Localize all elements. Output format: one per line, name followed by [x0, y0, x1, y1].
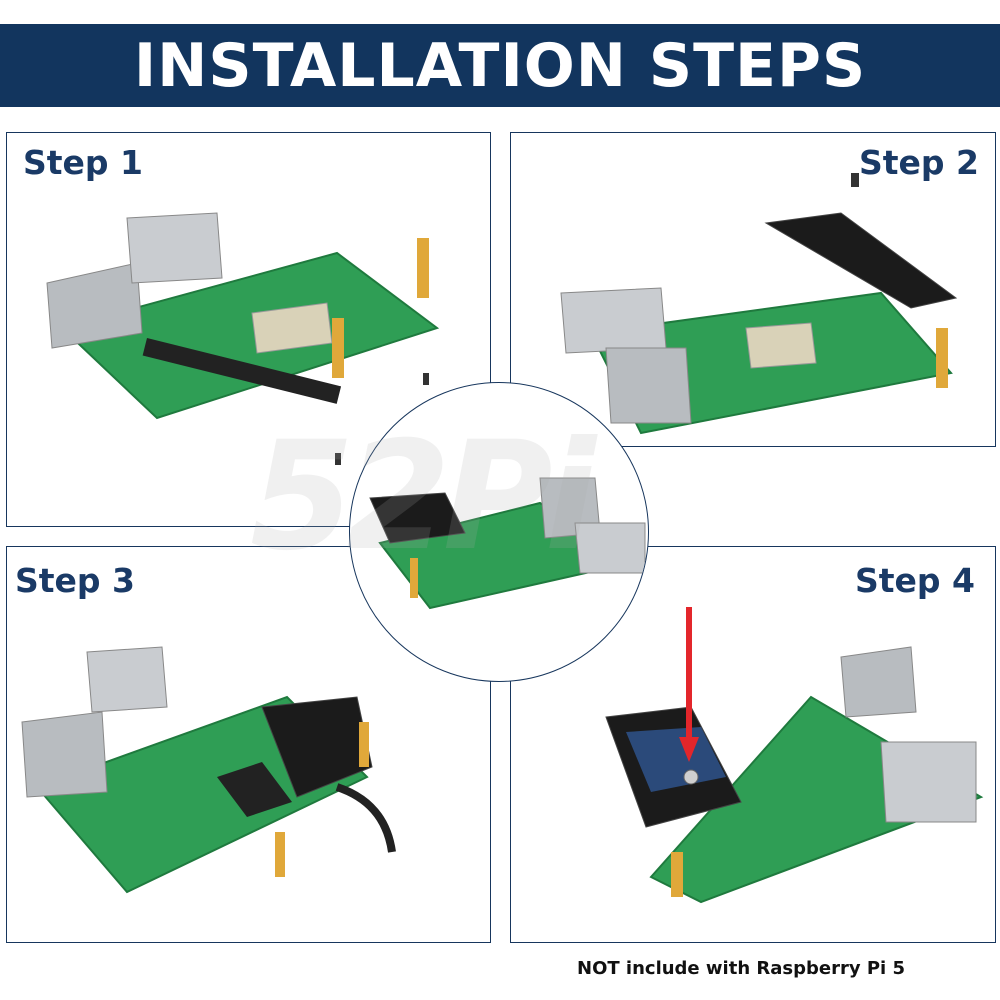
step-4-illustration: [605, 607, 984, 904]
ethernet-port: [126, 212, 223, 284]
step-label: Step 3: [15, 561, 135, 600]
ribbon-cable: [335, 783, 396, 853]
step-label: Step 1: [23, 143, 143, 182]
step-3-panel: Step 3: [6, 546, 491, 943]
ethernet-port: [574, 522, 646, 574]
nvme-adapter-board: [261, 696, 373, 798]
screw: [683, 769, 699, 785]
screw: [851, 173, 859, 187]
ethernet-port: [560, 287, 667, 354]
raspberry-pi-board: [60, 251, 440, 420]
red-arrow-head-icon: [679, 737, 699, 762]
step-1-illustration: [46, 212, 440, 465]
brass-standoff: [359, 722, 369, 767]
usb-port-block: [46, 262, 143, 349]
nvme-adapter-board: [369, 492, 466, 544]
screw: [335, 453, 341, 465]
step-2-illustration: [560, 173, 958, 435]
brass-standoff: [410, 558, 418, 598]
m2-slot: [217, 762, 292, 817]
brass-standoff: [275, 832, 285, 877]
chip-shield: [745, 322, 817, 369]
footer-note: NOT include with Raspberry Pi 5: [577, 958, 905, 979]
screw: [423, 373, 429, 385]
assembled-illustration: [369, 477, 646, 610]
step-2-panel: Step 2: [510, 132, 996, 447]
brass-standoff: [936, 328, 948, 388]
ethernet-port: [880, 741, 977, 823]
step-3-illustration: [21, 646, 396, 894]
ssd-drive: [626, 727, 726, 792]
usb-port-block: [605, 347, 692, 424]
page-title: INSTALLATION STEPS: [133, 30, 867, 101]
raspberry-pi-board: [649, 695, 984, 904]
usb-port-block: [21, 711, 108, 798]
step-label: Step 4: [855, 561, 975, 600]
brass-standoff: [671, 852, 683, 897]
title-banner: INSTALLATION STEPS: [0, 24, 1000, 107]
ethernet-port: [86, 646, 168, 713]
brass-standoff: [332, 318, 344, 378]
nvme-adapter-board: [764, 212, 958, 309]
assembled-view-circle: [349, 382, 649, 682]
brass-standoff: [417, 238, 429, 298]
step-label: Step 2: [859, 143, 979, 182]
step-1-panel: Step 1: [6, 132, 491, 527]
usb-port-block: [840, 646, 917, 718]
gpio-header: [142, 338, 342, 404]
